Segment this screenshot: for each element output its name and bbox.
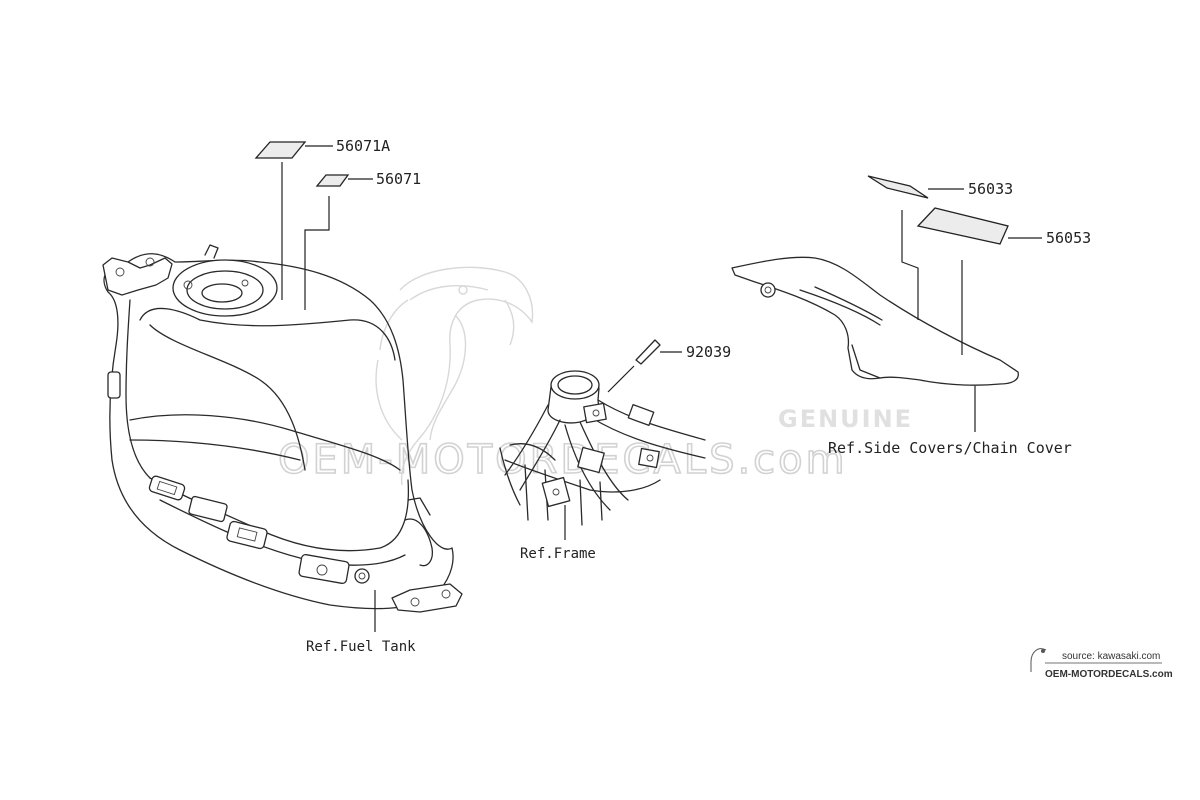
part-label-92039[interactable]: 92039 (686, 343, 731, 361)
source-bird-icon (1030, 648, 1047, 672)
part-number-labels: 56071A 56071 56033 56053 92039 Ref.Fuel … (306, 137, 1091, 655)
decal-56071 (304, 174, 373, 310)
decal-56033 (867, 175, 964, 320)
watermark: GENUINE OEM-MOTORDECALS.com (277, 266, 913, 486)
frame-drawing (499, 339, 706, 540)
part-label-56071[interactable]: 56071 (376, 170, 421, 188)
source-text[interactable]: source: kawasaki.com (1062, 651, 1160, 662)
ref-label-fuel-tank: Ref.Fuel Tank (306, 639, 416, 655)
decal-56053 (916, 207, 1042, 355)
decal-56071A (254, 141, 333, 300)
part-label-56053[interactable]: 56053 (1046, 229, 1091, 247)
source-brand[interactable]: OEM-MOTORDECALS.com (1045, 669, 1173, 680)
watermark-main-text: OEM-MOTORDECALS.com (278, 437, 848, 483)
ref-label-side-covers-chain-cover: Ref.Side Covers/Chain Cover (828, 439, 1072, 457)
watermark-bird-logo (375, 266, 534, 486)
part-label-56071A[interactable]: 56071A (336, 137, 390, 155)
chain-cover-drawing (731, 256, 1019, 432)
part-label-56033[interactable]: 56033 (968, 180, 1013, 198)
watermark-genuine-text: GENUINE (778, 405, 913, 433)
ref-label-frame: Ref.Frame (520, 546, 596, 562)
fuel-tank-drawing (102, 244, 463, 632)
source-credit: source: kawasaki.com OEM-MOTORDECALS.com (1030, 648, 1173, 680)
